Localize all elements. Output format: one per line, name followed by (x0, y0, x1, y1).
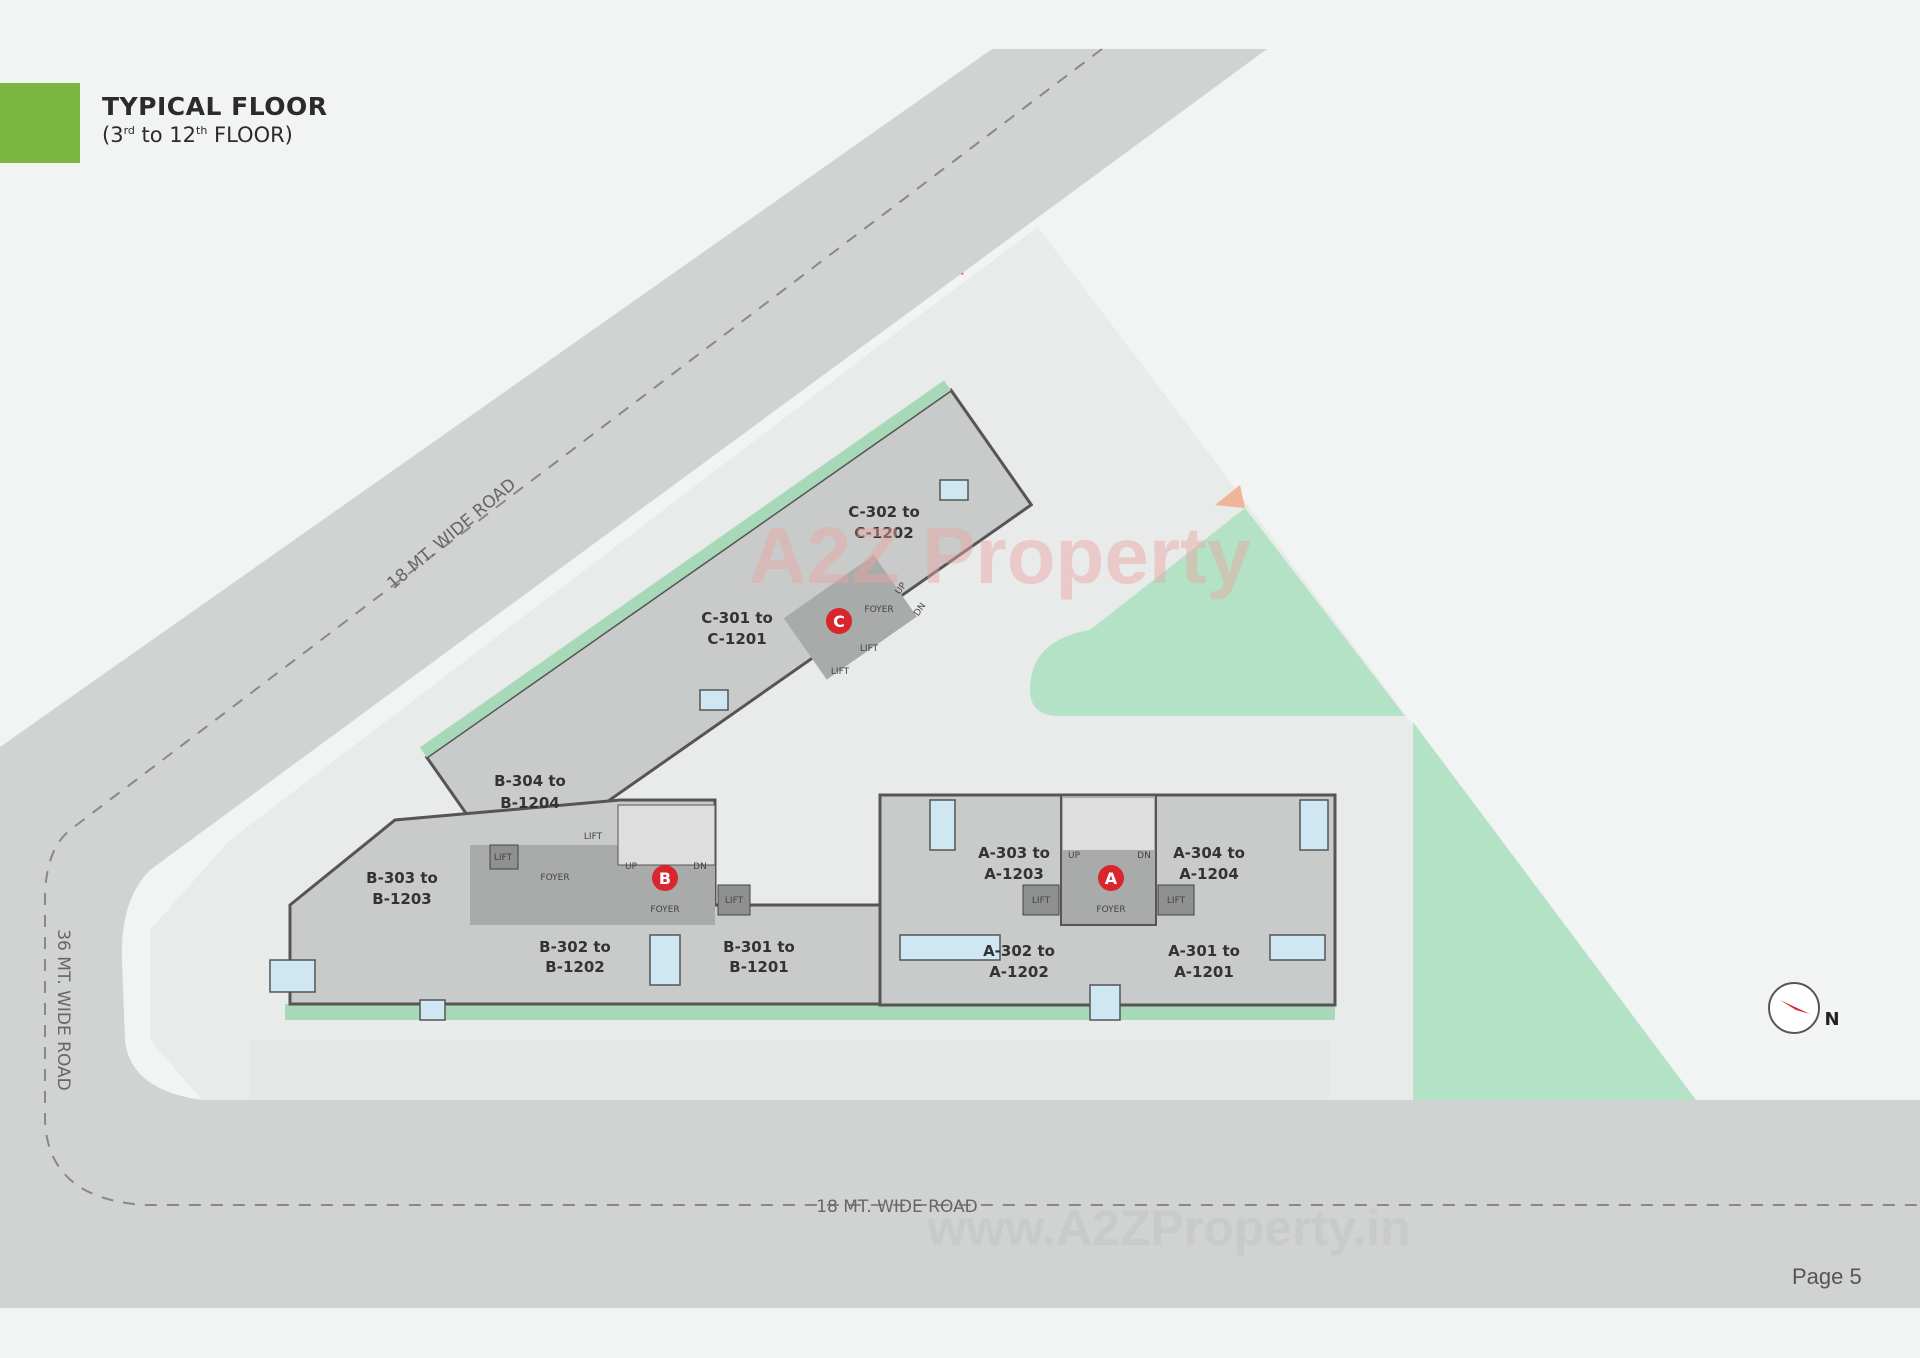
subtitle-sup: rd (123, 124, 135, 137)
foyer-label: FOYER (540, 873, 569, 883)
core-badge-label: B (659, 869, 671, 888)
core-a-stair (1063, 798, 1154, 850)
core-badge-label: A (1105, 869, 1118, 888)
core-badge (652, 865, 678, 891)
page-title: TYPICAL FLOOR (3rd to 12th FLOOR) (102, 92, 327, 147)
lift-label: LIFT (1032, 896, 1051, 906)
lift-shafts (489, 844, 1195, 916)
core-b: B FOYER FOYER LIFT LIFT LIFT UP DN (494, 832, 744, 915)
lift-label: LIFT (584, 832, 603, 842)
unit-label: A-1203 (984, 865, 1044, 883)
unit-label: B-1202 (545, 958, 604, 976)
subtitle-part: FLOOR) (207, 123, 293, 147)
unit-label: B-1201 (729, 958, 788, 976)
unit-label: A-304 to (1173, 844, 1245, 862)
lift-label: LIFT (1167, 896, 1186, 906)
road-centerline (44, 48, 1920, 1206)
page-number: Page 5 (1792, 1264, 1862, 1289)
unit-label: B-304 to (494, 772, 566, 790)
unit-label: A-1202 (989, 963, 1049, 981)
unit-label: C-1202 (854, 524, 913, 542)
dn-label: DN (1137, 851, 1151, 861)
core-a: A FOYER LIFT LIFT UP DN (1032, 851, 1186, 915)
unit-label: B-301 to (723, 938, 795, 956)
road-label-vertical: 36 MT. WIDE ROAD (53, 929, 73, 1091)
watermark-url: www.A2ZProperty.in (926, 1200, 1410, 1256)
accent-block (0, 83, 80, 163)
core-badge (1098, 865, 1124, 891)
north-arrow-icon: N (1768, 982, 1840, 1034)
park-area (1030, 508, 1405, 716)
unit-label: A-1204 (1179, 865, 1239, 883)
unit-label: B-303 to (366, 869, 438, 887)
core-badge-label: C (833, 612, 845, 631)
unit-label: C-1201 (707, 630, 766, 648)
unit-label: A-303 to (978, 844, 1050, 862)
core-c: C FOYER LIFT LIFT UP DN (826, 581, 928, 677)
foyer-label: FOYER (650, 905, 679, 915)
lift-label: LIFT (860, 644, 879, 654)
dn-label: DN (693, 862, 707, 872)
up-label: UP (625, 862, 638, 872)
subtitle-part: to 12 (134, 123, 197, 147)
foyer-label: FOYER (1096, 905, 1125, 915)
watermark-logo: A2Z Property (749, 511, 1252, 600)
park-area (1413, 722, 1696, 1100)
unit-label: A-302 to (983, 942, 1055, 960)
lift-label: LIFT (725, 896, 744, 906)
foyer-label: FOYER (864, 605, 893, 615)
balcony (419, 380, 951, 758)
core-badge (826, 608, 852, 634)
compass-label: N (1824, 1009, 1839, 1030)
lift-label: LIFT (494, 853, 513, 863)
road-label-bottom: 18 MT. WIDE ROAD (816, 1197, 978, 1217)
unit-label: C-302 to (848, 503, 920, 521)
balcony (285, 1004, 1335, 1020)
unit-label: B-1203 (372, 890, 431, 908)
unit-label: C-301 to (701, 609, 773, 627)
unit-labels: C-302 to C-1202 C-301 to C-1201 B-304 to… (366, 503, 1245, 981)
subtitle-part: (3 (102, 123, 124, 147)
unit-label: B-302 to (539, 938, 611, 956)
up-label: UP (1068, 851, 1081, 861)
road-diagonal-and-vertical (0, 49, 1267, 1100)
core-b-stair (617, 804, 716, 866)
entry-marker (1215, 485, 1245, 508)
lift-label: LIFT (831, 667, 850, 677)
wet-areas (269, 479, 1329, 1021)
landscape-strip (250, 1040, 1330, 1100)
subtitle-sup: th (196, 124, 208, 137)
title-text: TYPICAL FLOOR (102, 92, 328, 121)
unit-label: A-301 to (1168, 942, 1240, 960)
subtitle-text: (3rd to 12th FLOOR) (102, 123, 327, 147)
unit-label: B-1204 (500, 794, 559, 812)
unit-label: A-1201 (1174, 963, 1234, 981)
